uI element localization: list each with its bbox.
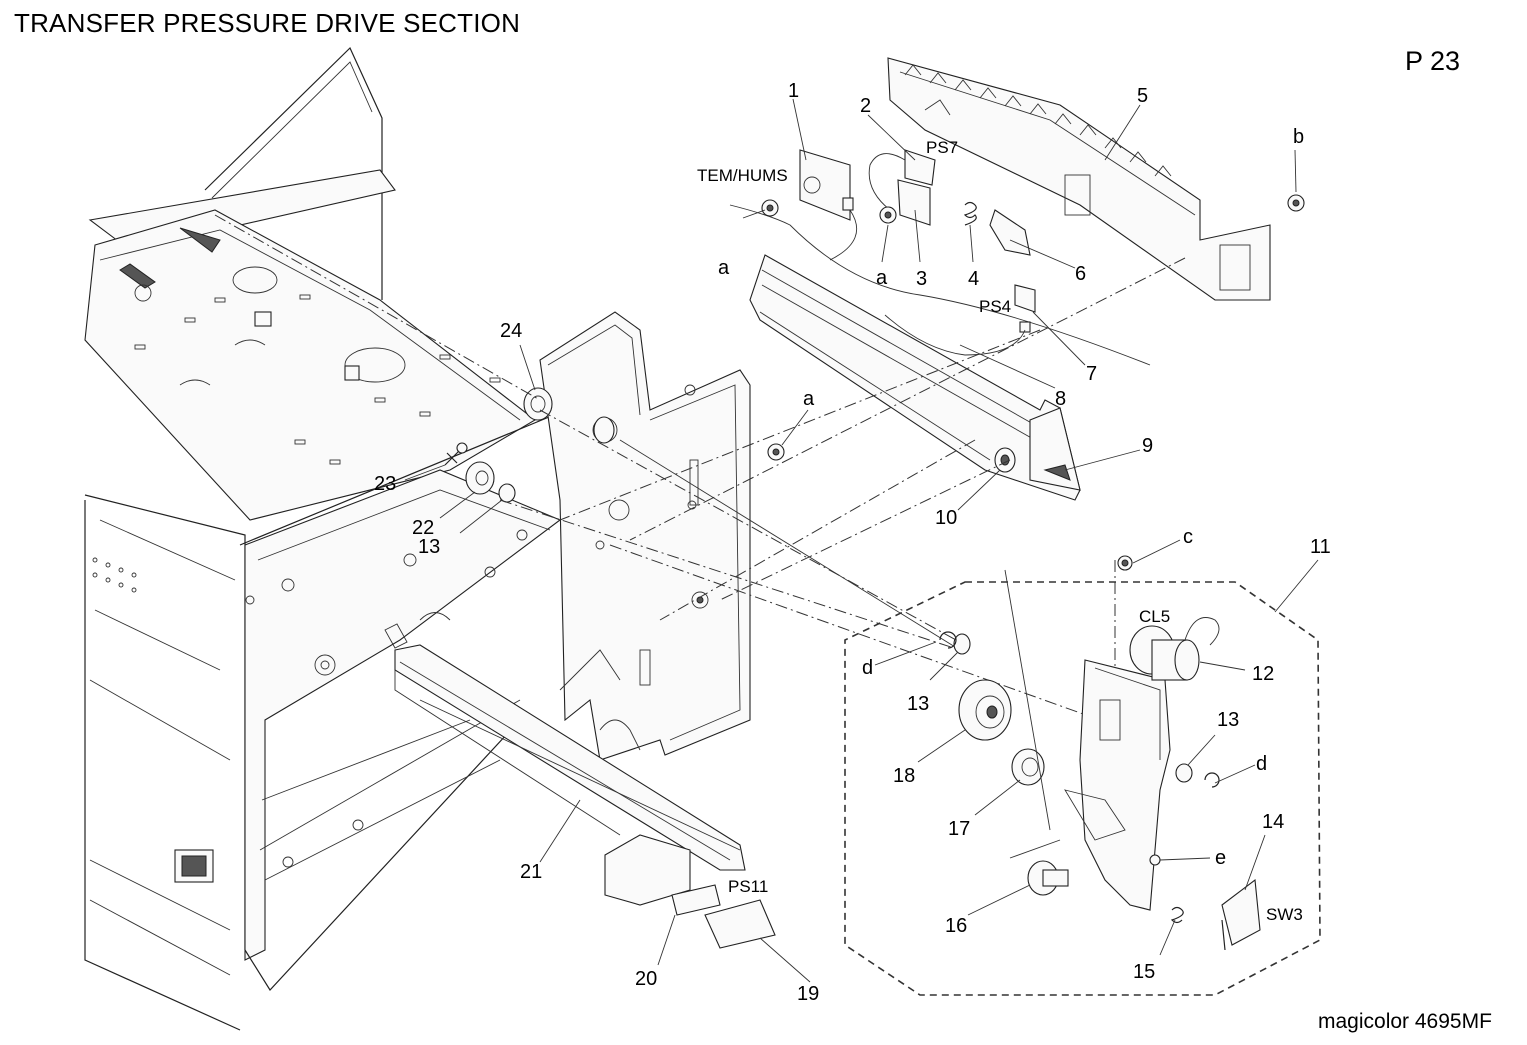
callout-17: 17 xyxy=(948,818,970,840)
callout-a-2: a xyxy=(876,267,888,289)
callout-9: 9 xyxy=(1142,435,1153,457)
callout-7: 7 xyxy=(1086,363,1097,385)
main-frame xyxy=(84,46,606,1031)
callout-13-d: 13 xyxy=(907,693,929,715)
callout-21: 21 xyxy=(520,861,542,883)
callout-6: 6 xyxy=(1075,263,1086,285)
page-title: TRANSFER PRESSURE DRIVE SECTION xyxy=(14,8,521,38)
callout-10: 10 xyxy=(935,507,957,529)
callout-18: 18 xyxy=(893,765,915,787)
callout-13-f: 13 xyxy=(418,536,440,558)
callout-12: 12 xyxy=(1252,663,1274,685)
callout-5: 5 xyxy=(1137,85,1148,107)
callout-labels: 1 2 3 4 5 6 7 8 9 10 11 12 13 13 13 14 1… xyxy=(374,80,1331,1005)
callout-a-3: a xyxy=(803,388,815,410)
page-number: P 23 xyxy=(1405,46,1461,76)
label-tem-hums: TEM/HUMS xyxy=(697,166,788,185)
callout-d-1: d xyxy=(862,657,873,679)
callout-20: 20 xyxy=(635,968,657,990)
callout-11: 11 xyxy=(1310,536,1331,558)
callout-14: 14 xyxy=(1262,811,1284,833)
model-name: magicolor 4695MF xyxy=(1318,1010,1492,1033)
drive-assembly-11 xyxy=(844,555,1321,996)
callout-16: 16 xyxy=(945,915,967,937)
callout-a-1: a xyxy=(718,257,730,279)
drive-side-plate xyxy=(539,311,751,761)
label-ps7: PS7 xyxy=(926,138,958,157)
callout-1: 1 xyxy=(788,80,799,102)
callout-15: 15 xyxy=(1133,961,1155,983)
alignment-lines xyxy=(214,214,1186,721)
callout-4: 4 xyxy=(968,268,979,290)
callout-13-e: 13 xyxy=(1217,709,1239,731)
callout-8: 8 xyxy=(1055,388,1066,410)
label-ps4: PS4 xyxy=(979,297,1011,316)
callout-b: b xyxy=(1293,126,1304,148)
callout-c: c xyxy=(1183,526,1193,548)
callout-3: 3 xyxy=(916,268,927,290)
callout-23: 23 xyxy=(374,473,396,495)
callout-24: 24 xyxy=(500,320,522,342)
leader-lines xyxy=(404,98,1319,983)
callout-2: 2 xyxy=(860,95,871,117)
callout-22: 22 xyxy=(412,517,434,539)
callout-d-2: d xyxy=(1256,753,1267,775)
callout-19: 19 xyxy=(797,983,819,1005)
label-cl5: CL5 xyxy=(1139,607,1170,626)
frame-rail-21 xyxy=(394,644,746,871)
rear-guide-5 xyxy=(887,57,1271,301)
label-sw3: SW3 xyxy=(1266,905,1303,924)
sensor-parts xyxy=(444,149,1305,949)
callout-e: e xyxy=(1215,847,1226,869)
label-ps11: PS11 xyxy=(728,877,768,896)
